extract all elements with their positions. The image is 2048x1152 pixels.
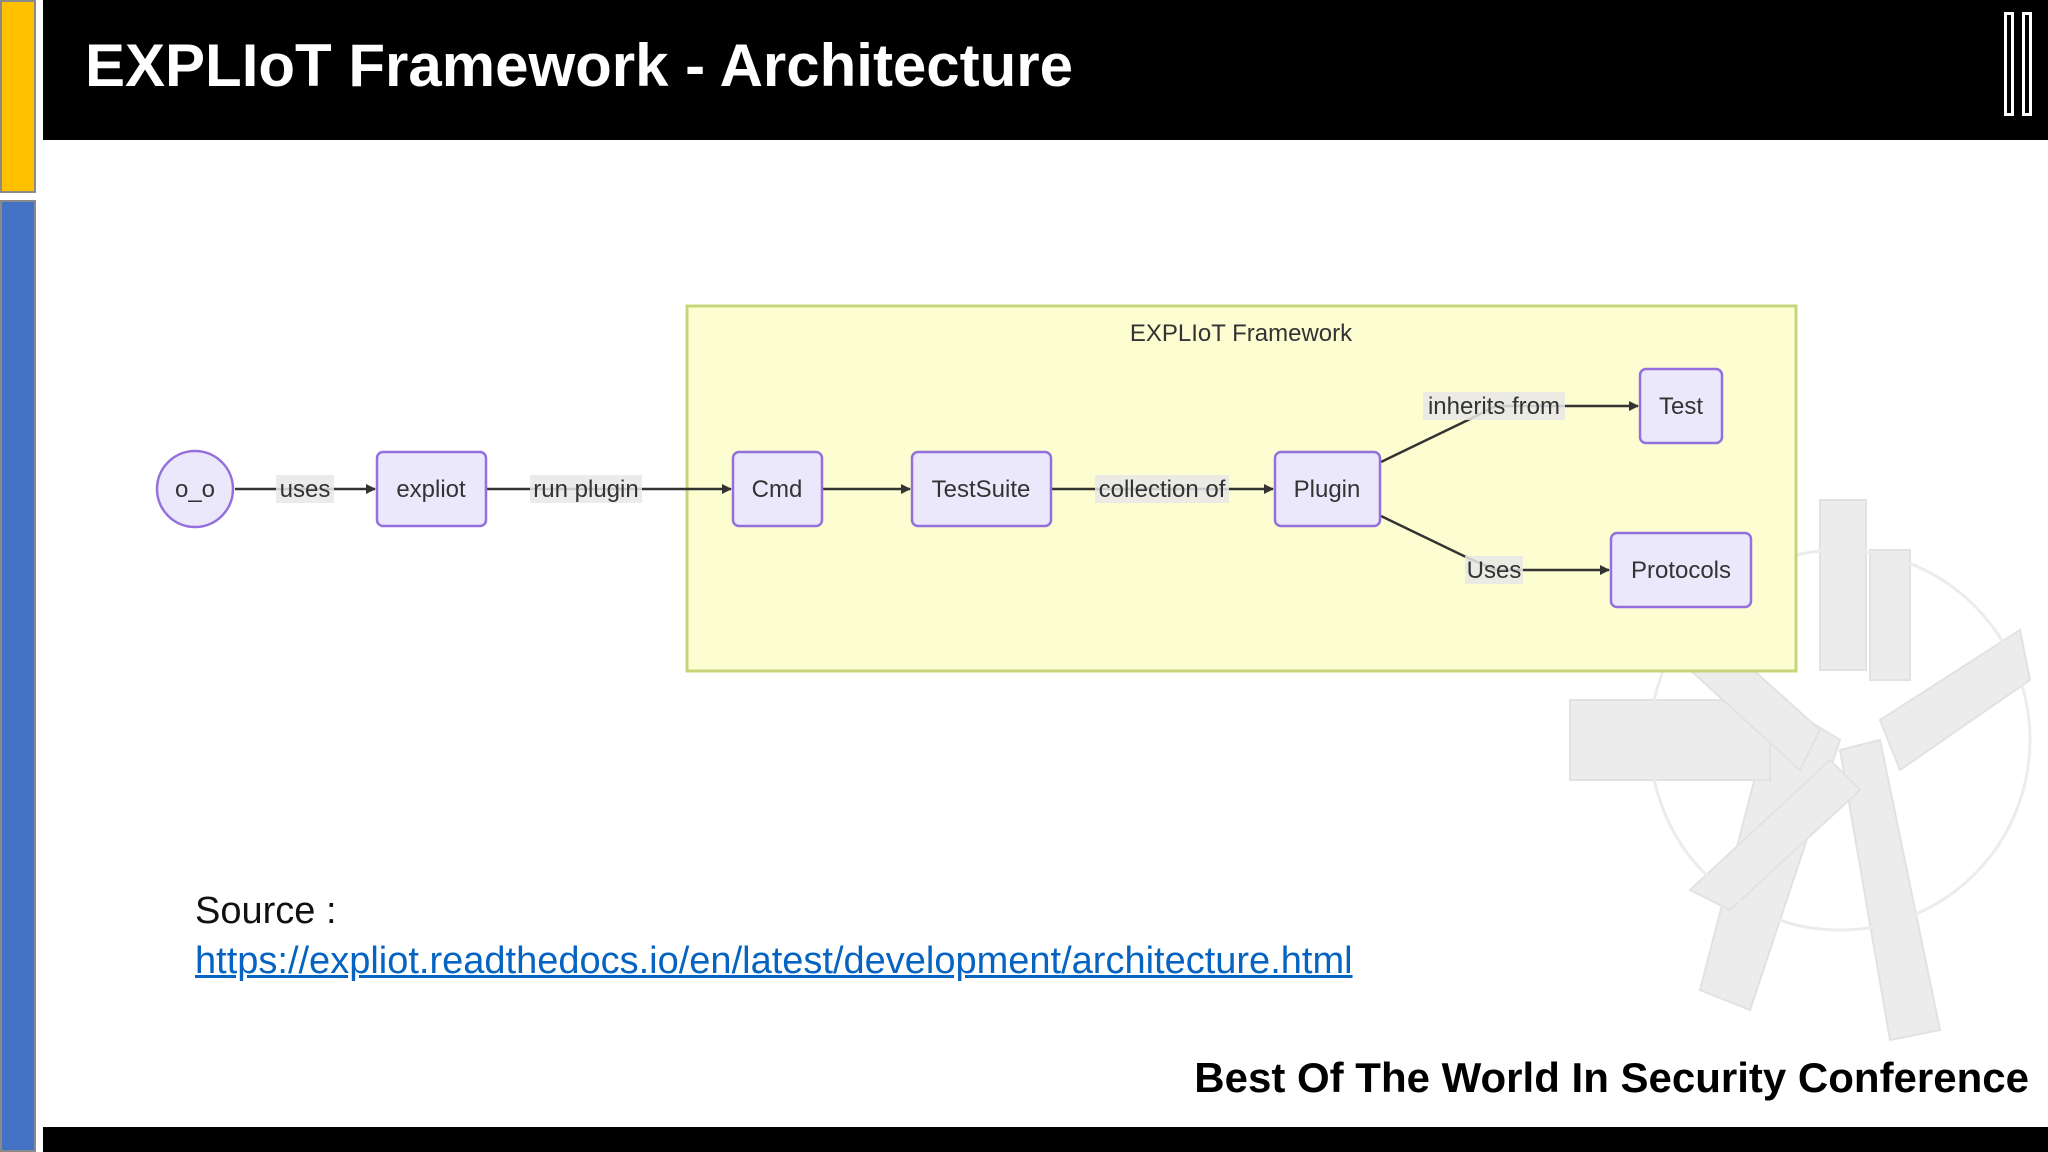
conference-name: Best Of The World In Security Conference: [1194, 1054, 2029, 1101]
node-cmd: Cmd: [731, 450, 824, 528]
node-test: Test: [1638, 367, 1724, 445]
source-link[interactable]: https://expliot.readthedocs.io/en/latest…: [195, 940, 1353, 982]
framework-group-label: EXPLIoT Framework: [1130, 320, 1353, 347]
accent-bar-blue: [0, 200, 36, 1152]
edge-collection-of: collection of: [1052, 475, 1274, 503]
title-bar: EXPLIoT Framework - Architecture: [43, 0, 2048, 140]
svg-text:Test: Test: [1659, 393, 1703, 420]
edge-run-plugin: run plugin: [487, 475, 732, 503]
edge-label-collection-of: collection of: [1099, 476, 1226, 503]
footer-bar: [43, 1127, 2048, 1152]
edge-uses-protocols: Uses: [1380, 514, 1610, 584]
node-user: o_o: [155, 449, 235, 529]
logo-icon: [2004, 12, 2042, 116]
node-plugin: Plugin: [1273, 450, 1382, 528]
source-block: Source : https://expliot.readthedocs.io/…: [195, 886, 1353, 986]
accent-bar-yellow: [0, 0, 36, 193]
node-protocols: Protocols: [1609, 531, 1753, 609]
svg-text:expliot: expliot: [396, 476, 466, 503]
edge-label-run-plugin: run plugin: [533, 476, 638, 503]
svg-text:o_o: o_o: [175, 476, 215, 503]
edge-label-uses-protocols: Uses: [1467, 557, 1522, 584]
edge-inherits-from: inherits from: [1380, 392, 1639, 464]
edge-label-uses: uses: [280, 476, 331, 503]
edge-uses: uses: [235, 475, 376, 503]
node-expliot: expliot: [375, 450, 488, 528]
svg-text:TestSuite: TestSuite: [932, 476, 1031, 503]
slide-title: EXPLIoT Framework - Architecture: [85, 32, 1074, 99]
edge-label-inherits-from: inherits from: [1428, 393, 1560, 420]
source-label: Source :: [195, 890, 337, 932]
svg-text:Plugin: Plugin: [1294, 476, 1361, 503]
svg-text:Cmd: Cmd: [752, 476, 803, 503]
city-watermark-icon: [1569, 499, 2032, 1042]
node-testsuite: TestSuite: [910, 450, 1053, 528]
svg-text:Protocols: Protocols: [1631, 557, 1731, 584]
